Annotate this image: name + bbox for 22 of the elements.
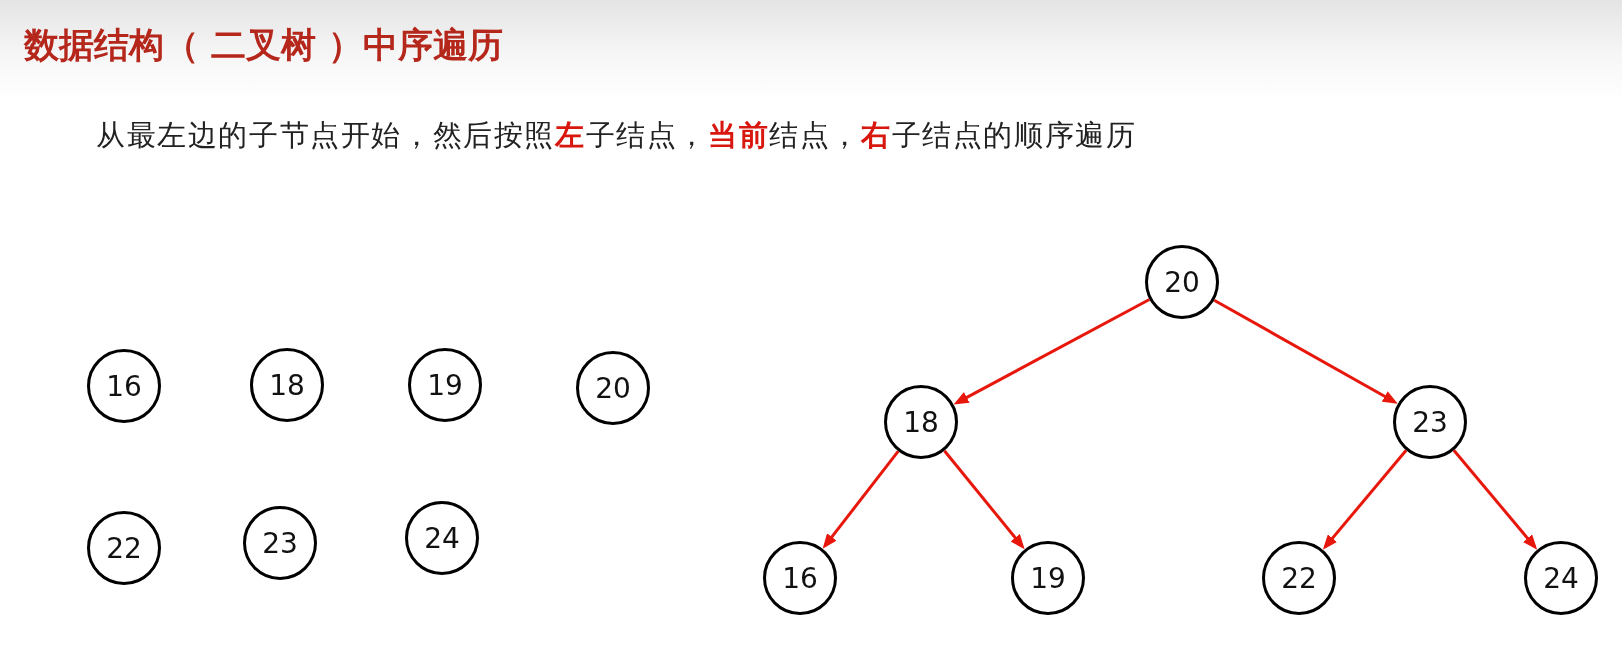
number-circle: 20 xyxy=(576,351,650,425)
number-circle: 19 xyxy=(1011,541,1085,615)
number-circle: 19 xyxy=(408,348,482,422)
arrow xyxy=(1213,298,1398,404)
number-circle: 24 xyxy=(1524,541,1598,615)
number-circle: 22 xyxy=(87,511,161,585)
description-text: 从最左边的子节点开始，然后按照左子结点，当前结点，右子结点的顺序遍历 xyxy=(96,118,1137,153)
number-circle: 23 xyxy=(243,506,317,580)
title: 数据结构（ 二叉树 ）中序遍历 xyxy=(24,24,504,66)
arrow xyxy=(943,449,1025,550)
number-circle: 18 xyxy=(884,385,958,459)
number-circle: 18 xyxy=(250,348,324,422)
number-circle: 23 xyxy=(1393,385,1467,459)
arrow xyxy=(822,450,900,549)
arrow xyxy=(953,298,1151,405)
arrow xyxy=(1452,449,1538,550)
number-circle: 16 xyxy=(87,349,161,423)
number-circle: 20 xyxy=(1145,245,1219,319)
arrow xyxy=(1322,449,1408,550)
number-circle: 22 xyxy=(1262,541,1336,615)
number-circle: 16 xyxy=(763,541,837,615)
number-circle: 24 xyxy=(405,501,479,575)
